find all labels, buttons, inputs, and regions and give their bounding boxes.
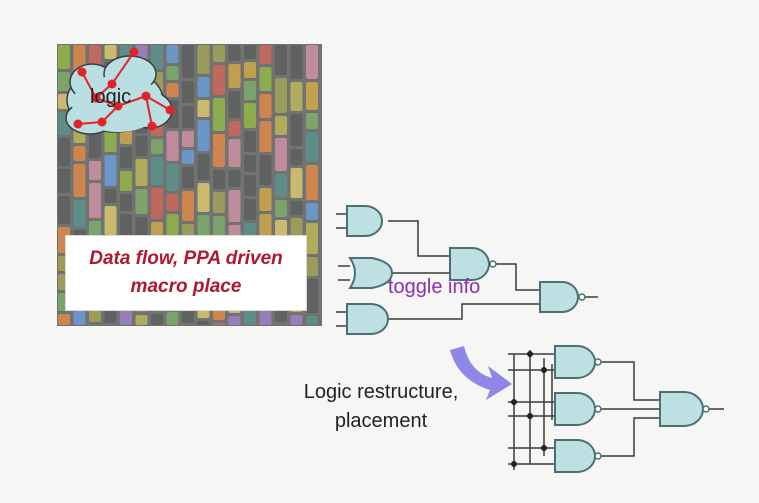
caption-line-2: macro place — [130, 276, 242, 297]
logic-restructure-label: Logic restructure, placement — [276, 378, 486, 436]
macro-place-caption: Data flow, PPA driven macro place — [65, 235, 307, 311]
and-gate — [346, 205, 383, 237]
net-junctions — [511, 351, 547, 467]
logic-cloud-label: logic — [90, 86, 132, 108]
nand-gate — [659, 391, 710, 427]
restructure-line-2: placement — [334, 410, 428, 432]
gate-network-upper — [336, 213, 598, 327]
nand-gate — [554, 345, 602, 379]
toggle-info-label: toggle info — [388, 276, 481, 298]
caption-line-1: Data flow, PPA driven — [89, 248, 283, 269]
nand-gate — [449, 247, 497, 281]
nand-gate — [554, 392, 602, 426]
nand-gate — [554, 439, 602, 473]
logic-cloud-icon — [65, 47, 175, 135]
curved-arrow-icon — [450, 346, 512, 400]
restructure-line-1: Logic restructure, — [303, 381, 459, 403]
and-gate — [346, 303, 389, 335]
nand-gate — [539, 281, 586, 313]
or-gate — [348, 257, 394, 289]
